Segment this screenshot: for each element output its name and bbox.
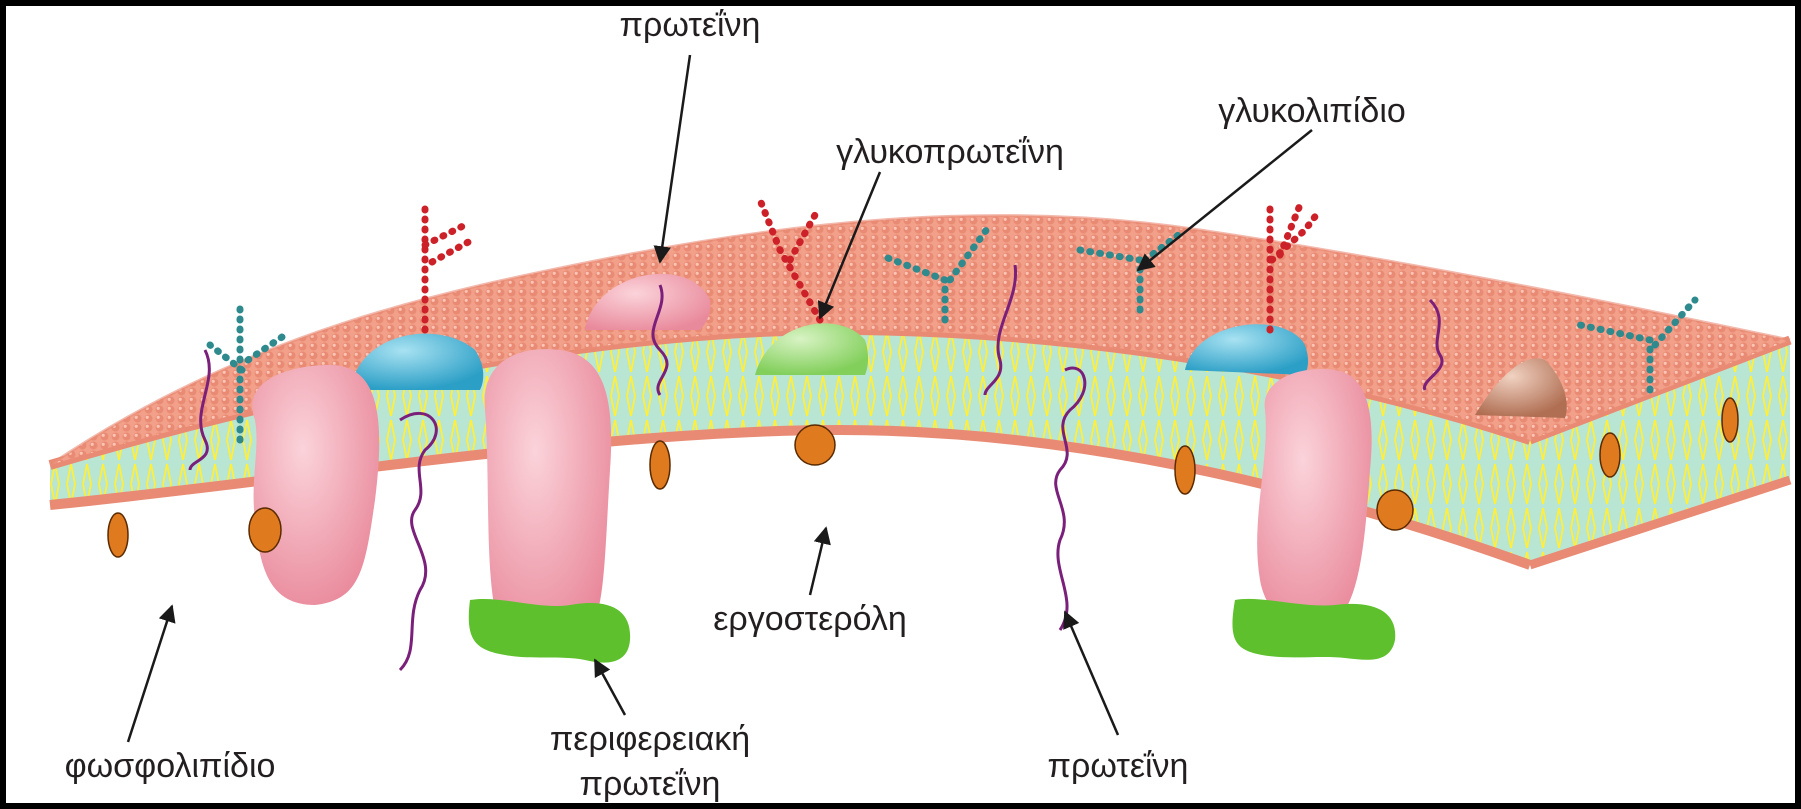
ergosterol-molecule [108, 513, 128, 557]
label-peripheral-protein-line2: πρωτεΐνη [580, 765, 721, 803]
integral-protein-center [485, 349, 612, 640]
ergosterol-molecule [1600, 433, 1620, 477]
peripheral-protein-right [1232, 599, 1395, 660]
ergosterol-molecule [1175, 446, 1195, 494]
label-glycolipid: γλυκολιπίδιο [1218, 92, 1406, 130]
label-protein-top: πρωτεΐνη [620, 6, 761, 44]
ergosterol-molecule [650, 441, 670, 489]
ergosterol-molecule [1377, 490, 1413, 530]
ergosterol-molecule [1722, 398, 1738, 442]
label-ergosterol: εργοστερόλη [713, 600, 907, 638]
integral-protein-left [252, 365, 379, 605]
label-glycoprotein: γλυκοπρωτεΐνη [836, 133, 1064, 171]
ergosterol-molecule [249, 508, 281, 552]
label-peripheral-protein-line1: περιφερειακή [550, 720, 750, 758]
ergosterol-molecule [795, 425, 835, 465]
label-phospholipid: φωσφολιπίδιο [65, 747, 276, 785]
label-protein-bottom: πρωτεΐνη [1048, 747, 1189, 785]
